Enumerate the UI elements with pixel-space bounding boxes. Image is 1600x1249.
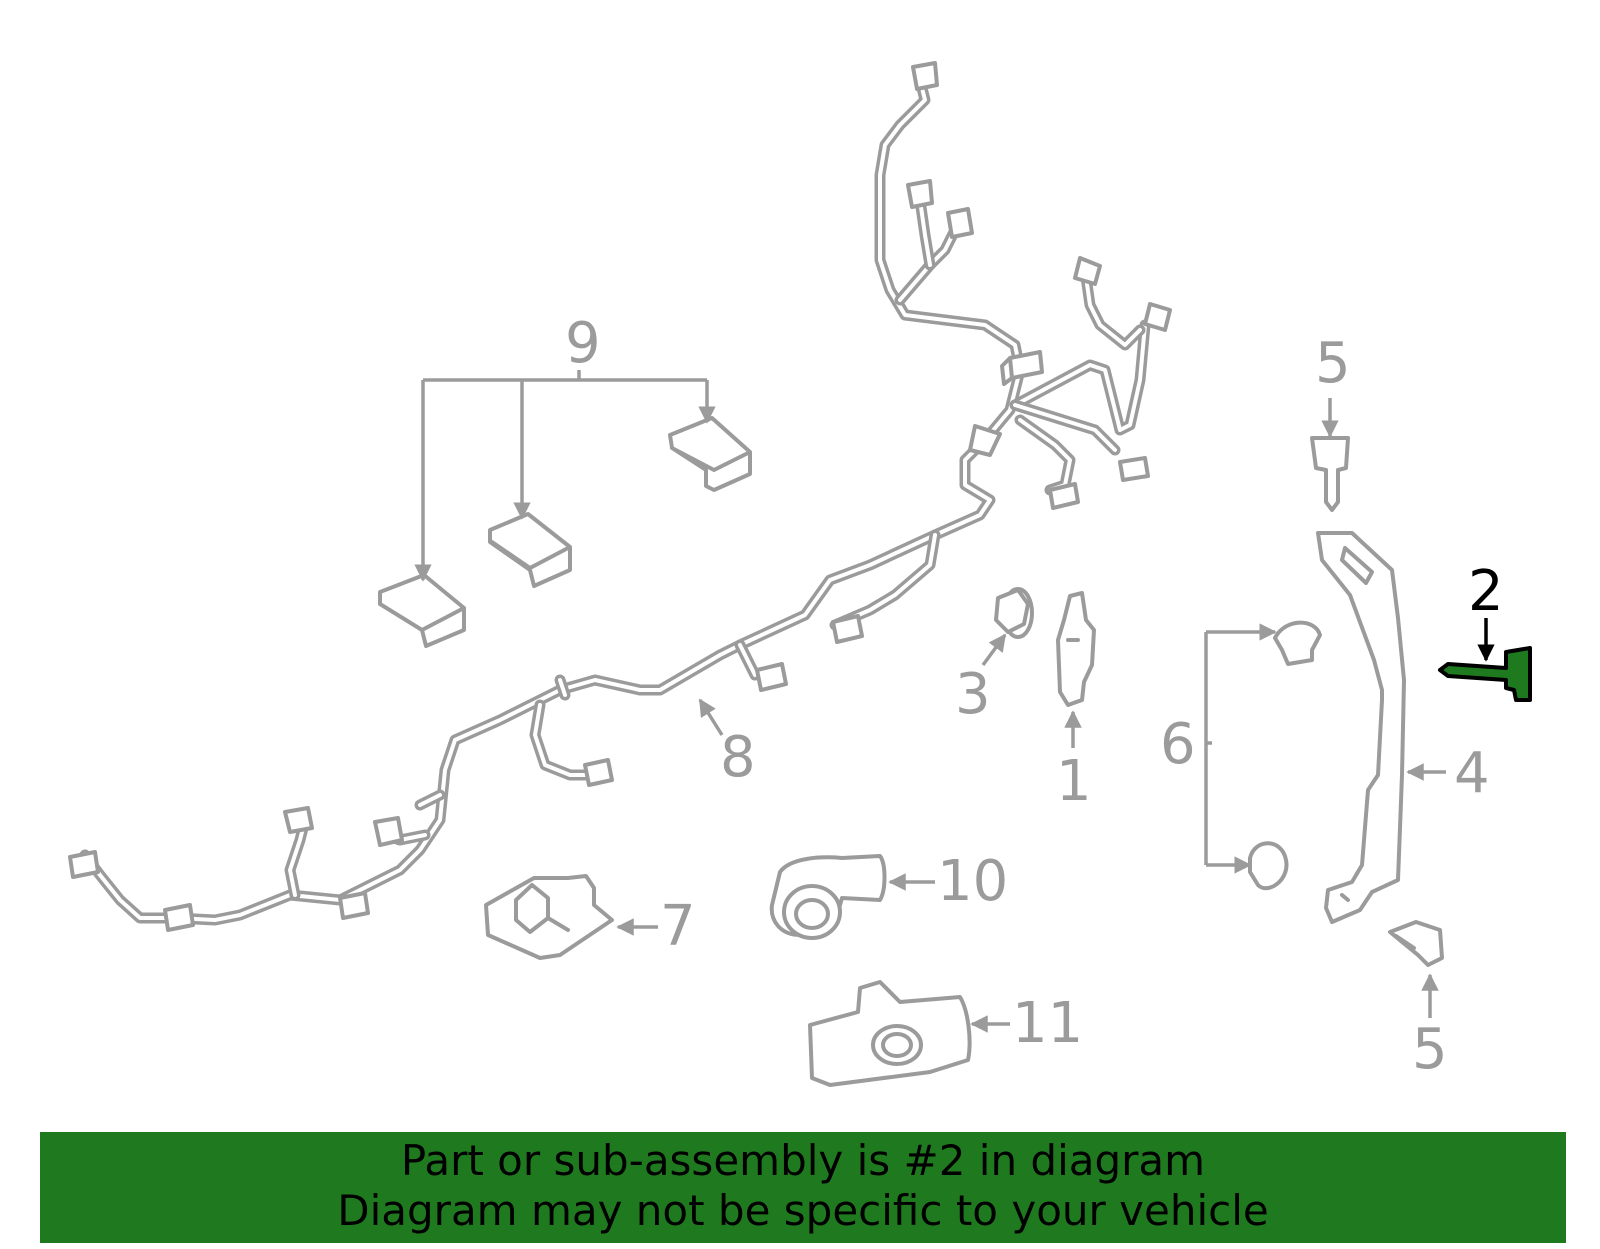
callout-7: 7 — [660, 894, 696, 959]
leader-lines — [414, 370, 1495, 1033]
parking-sensor-part-10[interactable] — [769, 854, 887, 940]
control-module-part-7[interactable] — [484, 874, 614, 960]
callout-8: 8 — [720, 725, 756, 790]
bracket-part-9[interactable] — [378, 416, 752, 648]
clip-nut-part-3[interactable] — [994, 587, 1034, 639]
callout-1: 1 — [1056, 749, 1092, 814]
push-pin-part-5-top[interactable] — [1310, 436, 1350, 512]
callout-2: 2 — [1468, 559, 1504, 624]
callout-6: 6 — [1160, 712, 1196, 777]
callout-11: 11 — [1012, 991, 1083, 1056]
highlighted-part-2[interactable] — [1438, 646, 1532, 702]
side-bracket-part-4[interactable] — [1316, 531, 1406, 924]
callout-9: 9 — [565, 311, 601, 376]
callout-labels: 9 5 2 3 1 6 4 8 10 7 11 5 — [565, 311, 1504, 1082]
callout-10: 10 — [937, 849, 1008, 914]
callout-4: 4 — [1454, 741, 1490, 806]
sensor-holder-part-11[interactable] — [808, 980, 972, 1087]
callout-5-bottom: 5 — [1412, 1017, 1448, 1082]
callout-5-top: 5 — [1315, 331, 1351, 396]
wiring-harness-part-8[interactable] — [68, 61, 1172, 932]
clip-part-6[interactable] — [1248, 620, 1322, 891]
callout-3: 3 — [955, 662, 991, 727]
info-banner: Part or sub-assembly is #2 in diagram Di… — [40, 1132, 1566, 1243]
banner-line-2: Diagram may not be specific to your vehi… — [337, 1186, 1269, 1235]
banner-line-1: Part or sub-assembly is #2 in diagram — [400, 1136, 1206, 1185]
sensor-bracket-part-1[interactable] — [1056, 591, 1096, 707]
push-pin-part-5-bottom[interactable] — [1388, 920, 1444, 967]
